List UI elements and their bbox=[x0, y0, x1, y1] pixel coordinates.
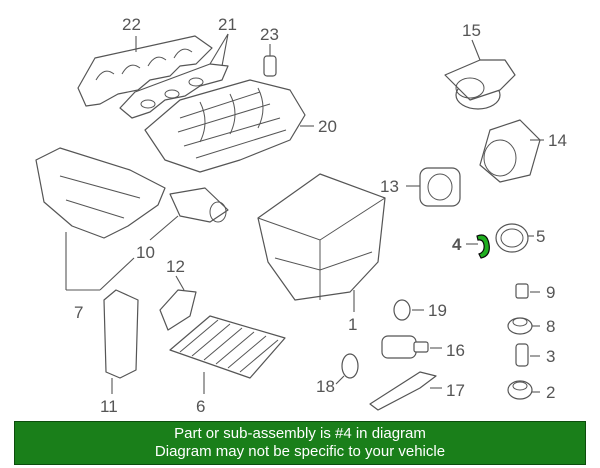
callout-16: 16 bbox=[446, 341, 465, 360]
callout-5: 5 bbox=[536, 227, 545, 246]
part-23-sensor bbox=[263, 44, 277, 77]
part-12-bracket bbox=[159, 275, 197, 331]
part-6-air-filter bbox=[169, 315, 286, 394]
part-17-bracket bbox=[369, 371, 442, 411]
part-21-gasket bbox=[119, 33, 229, 119]
part-22-manifold-gasket bbox=[77, 35, 213, 107]
callout-10: 10 bbox=[136, 243, 155, 262]
callout-11: 11 bbox=[100, 397, 118, 416]
part-16-valve bbox=[381, 335, 442, 359]
callout-4: 4 bbox=[452, 235, 462, 254]
banner-line-1: Part or sub-assembly is #4 in diagram bbox=[174, 425, 426, 442]
part-1-air-cleaner-box bbox=[257, 173, 386, 312]
callout-6: 6 bbox=[196, 397, 205, 416]
callout-9: 9 bbox=[546, 283, 555, 302]
part-15-intake-boot bbox=[444, 39, 516, 110]
part-9-fastener bbox=[515, 283, 540, 299]
callout-1: 1 bbox=[348, 315, 357, 334]
part-14-air-duct bbox=[479, 119, 544, 183]
callout-22: 22 bbox=[122, 15, 141, 34]
callout-19: 19 bbox=[428, 301, 447, 320]
part-5-ring-seal bbox=[495, 223, 534, 253]
callout-13: 13 bbox=[380, 177, 399, 196]
callout-18: 18 bbox=[316, 377, 335, 396]
callout-12: 12 bbox=[166, 257, 185, 276]
callout-23: 23 bbox=[260, 25, 279, 44]
callout-2: 2 bbox=[546, 383, 555, 402]
banner-line-2: Diagram may not be specific to your vehi… bbox=[154, 443, 446, 460]
part-11-support-bracket bbox=[103, 289, 139, 394]
part-20-intake-manifold bbox=[144, 79, 314, 173]
part-8-grommet bbox=[507, 317, 540, 335]
notice-banner: Part or sub-assembly is #4 in diagram Di… bbox=[14, 421, 586, 465]
callout-20: 20 bbox=[318, 117, 337, 136]
callout-8: 8 bbox=[546, 317, 555, 336]
callout-3: 3 bbox=[546, 347, 555, 366]
part-13-maf-sensor bbox=[406, 167, 461, 207]
callout-14: 14 bbox=[548, 131, 567, 150]
callout-21: 21 bbox=[218, 15, 237, 34]
part-10-resonator-duct bbox=[149, 187, 229, 241]
callout-15: 15 bbox=[462, 21, 481, 40]
callout-7: 7 bbox=[74, 303, 83, 322]
callout-17: 17 bbox=[446, 381, 465, 400]
part-4-clip-highlighted bbox=[466, 234, 490, 259]
part-18-grommet bbox=[335, 353, 359, 385]
part-2-mount bbox=[507, 380, 540, 400]
part-3-bushing bbox=[515, 343, 540, 367]
parts-diagram: 22 21 23 20 15 14 bbox=[35, 15, 567, 416]
part-7-air-intake-duct bbox=[35, 147, 166, 291]
part-19-cap bbox=[393, 299, 424, 321]
